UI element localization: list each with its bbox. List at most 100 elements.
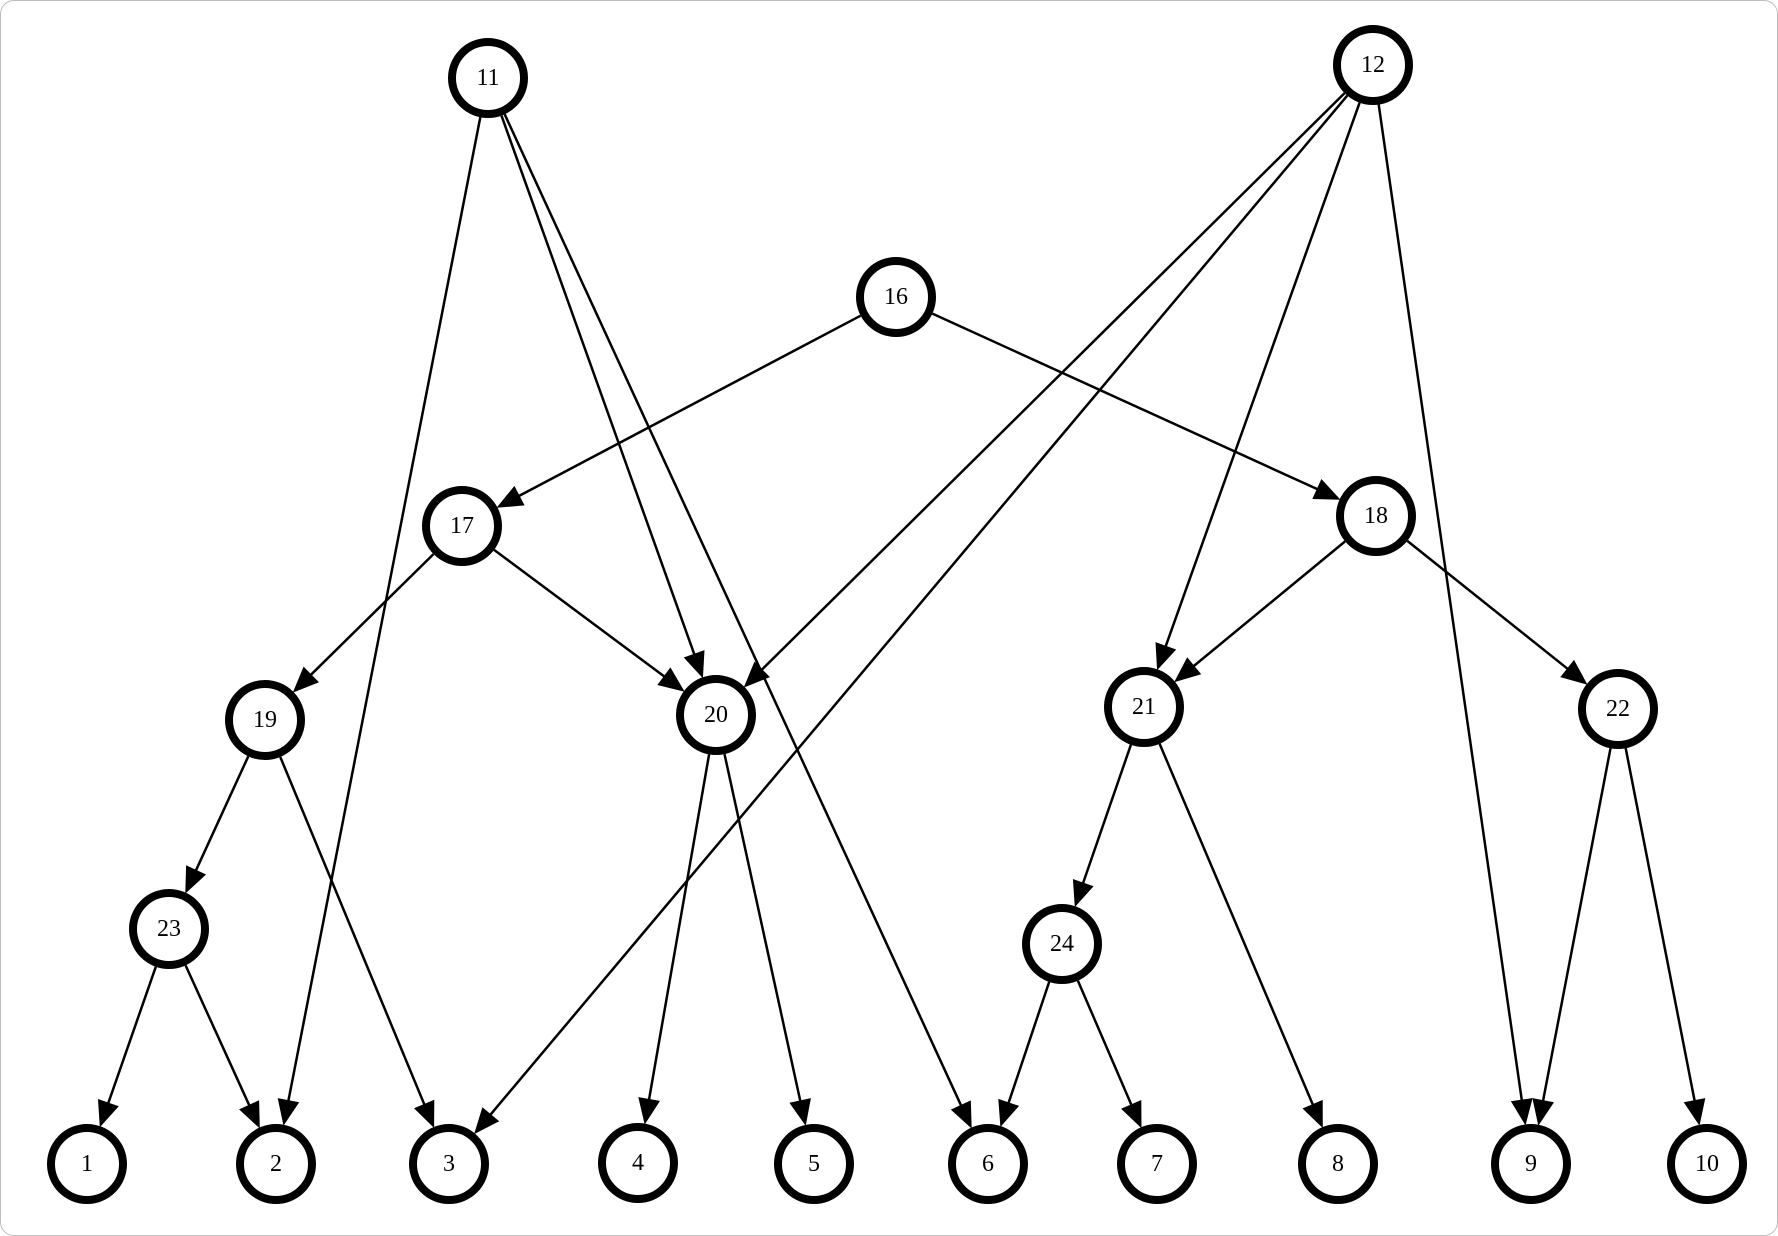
node-circle: [129, 889, 209, 969]
arrowhead-icon: [1312, 479, 1341, 500]
arrowhead-icon: [98, 1099, 119, 1128]
edge-19-to-23: [185, 755, 250, 894]
edge-16-to-17: [496, 314, 862, 508]
node-21: 21: [1104, 667, 1184, 747]
node-12: 12: [1333, 25, 1413, 105]
node-circle: [1333, 25, 1413, 105]
arrowhead-icon: [1121, 1100, 1142, 1129]
node-label: 18: [1364, 503, 1388, 529]
arrowhead-icon: [789, 1098, 811, 1126]
edge-line: [723, 753, 802, 1103]
node-label: 20: [704, 702, 728, 728]
edge-line: [500, 115, 696, 657]
edge-line: [279, 756, 427, 1107]
edge-line: [286, 117, 482, 1103]
arrowhead-icon: [1072, 879, 1094, 908]
edge-17-to-20: [493, 548, 685, 692]
edge-line: [184, 964, 252, 1108]
edge-18-to-21: [1174, 540, 1346, 683]
edge-22-to-9: [1532, 748, 1612, 1126]
node-9: 9: [1491, 1124, 1571, 1204]
arrowhead-icon: [1302, 1099, 1323, 1129]
node-label: 12: [1361, 52, 1385, 78]
node-circle: [1022, 904, 1102, 984]
node-22: 22: [1578, 669, 1658, 749]
node-circle: [1578, 669, 1658, 749]
node-10: 10: [1667, 1124, 1747, 1204]
node-label: 24: [1050, 931, 1074, 957]
edge-line: [309, 553, 435, 677]
edge-line: [1081, 744, 1133, 885]
arrowhead-icon: [414, 1099, 435, 1128]
edge-21-to-24: [1072, 744, 1133, 908]
node-circle: [676, 675, 756, 755]
edge-19-to-3: [279, 756, 435, 1128]
node-19: 19: [225, 680, 305, 760]
arrowhead-icon: [1560, 659, 1588, 685]
node-label: 8: [1332, 1151, 1344, 1177]
arrowhead-icon: [1532, 1098, 1554, 1126]
edge-line: [1191, 540, 1346, 668]
edge-line: [488, 94, 1349, 1117]
node-circle: [1298, 1124, 1378, 1204]
arrowhead-icon: [496, 485, 525, 508]
edge-11-to-6: [503, 113, 972, 1129]
arrowhead-icon: [277, 1098, 300, 1126]
node-label: 2: [270, 1151, 282, 1177]
edge-11-to-20: [500, 115, 705, 679]
edges-layer: [98, 92, 1706, 1135]
node-7: 7: [1117, 1124, 1197, 1204]
node-label: 6: [982, 1151, 994, 1177]
arrowhead-icon: [743, 661, 770, 688]
edge-12-to-3: [474, 94, 1349, 1135]
node-label: 3: [443, 1151, 455, 1177]
node-label: 7: [1151, 1151, 1163, 1177]
edge-line: [503, 113, 963, 1108]
edge-16-to-18: [931, 312, 1341, 500]
edge-line: [1164, 102, 1361, 649]
arrowhead-icon: [1155, 642, 1177, 671]
arrowhead-icon: [1174, 657, 1202, 683]
edge-line: [1006, 981, 1051, 1105]
node-23: 23: [129, 889, 209, 969]
node-circle: [856, 257, 936, 337]
node-label: 17: [450, 513, 474, 539]
node-circle: [774, 1124, 854, 1204]
node-circle: [236, 1124, 316, 1204]
node-label: 1: [81, 1151, 93, 1177]
node-circle: [1336, 476, 1416, 556]
arrowhead-icon: [1510, 1098, 1533, 1126]
node-circle: [47, 1124, 127, 1204]
arrowhead-icon: [638, 1097, 660, 1125]
arrowhead-icon: [950, 1100, 972, 1129]
edge-22-to-10: [1624, 748, 1706, 1126]
node-24: 24: [1022, 904, 1102, 984]
node-circle: [948, 1124, 1028, 1204]
node-circle: [422, 486, 502, 566]
node-label: 22: [1606, 696, 1630, 722]
node-6: 6: [948, 1124, 1028, 1204]
node-1: 1: [47, 1124, 127, 1204]
node-label: 16: [884, 284, 908, 310]
node-circle: [225, 680, 305, 760]
node-label: 11: [476, 65, 499, 91]
node-label: 4: [632, 1150, 644, 1176]
node-circle: [598, 1123, 678, 1203]
edge-23-to-1: [98, 966, 157, 1128]
node-17: 17: [422, 486, 502, 566]
node-circle: [1104, 667, 1184, 747]
edge-12-to-9: [1377, 104, 1533, 1126]
edge-line: [106, 966, 157, 1105]
node-5: 5: [774, 1124, 854, 1204]
arrowhead-icon: [657, 667, 685, 692]
edge-24-to-7: [1076, 980, 1142, 1129]
edge-23-to-2: [184, 964, 260, 1129]
arrowhead-icon: [239, 1100, 260, 1129]
edge-line: [493, 548, 667, 679]
edge-20-to-4: [638, 754, 711, 1125]
edge-line: [931, 312, 1320, 491]
node-circle: [1667, 1124, 1747, 1204]
edge-line: [517, 314, 862, 498]
